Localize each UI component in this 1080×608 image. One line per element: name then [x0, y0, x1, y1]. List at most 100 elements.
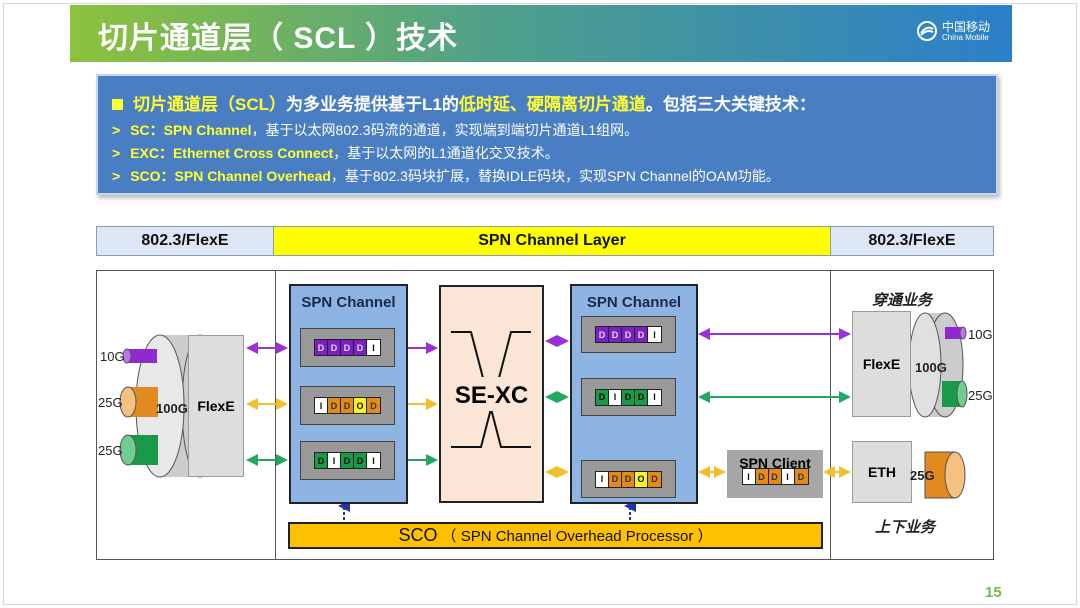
code-block: D — [315, 453, 328, 468]
layer-right: 802.3/FlexE — [830, 226, 994, 256]
code-block: D — [328, 398, 341, 413]
code-block: D — [622, 389, 635, 405]
logo-en: China Mobile — [941, 32, 989, 42]
code-block: D — [794, 469, 808, 484]
code-block: I — [596, 471, 609, 487]
layer-left: 802.3/FlexE — [96, 226, 274, 256]
add-drop-service-label: 上下业务 — [875, 519, 936, 536]
sco-processor: SCO（ SPN Channel Overhead Processor ） — [288, 522, 823, 549]
sco-desc: （ SPN Channel Overhead Processor ） — [441, 528, 713, 545]
arrow-bullet-icon: > — [112, 168, 121, 184]
code-block: I — [315, 398, 328, 413]
rate-label: 25G — [968, 388, 993, 403]
headline-highlight: 低时延、硬隔离切片通道 — [458, 95, 646, 114]
eth-box: ETH — [852, 441, 912, 503]
headline-text: 为多业务提供基于L1的 — [286, 95, 459, 114]
code-block: D — [635, 327, 648, 342]
pipe-label: 100G — [156, 401, 188, 416]
code-block: D — [354, 453, 367, 468]
code-block: D — [622, 327, 635, 342]
bullet-desc: ，基于以太网的L1通道化交叉技术。 — [333, 145, 559, 161]
china-mobile-logo-icon — [916, 21, 937, 41]
bullet-term: SC：SPN Channel — [130, 122, 252, 138]
eth-rate-label: 25G — [910, 468, 935, 483]
rate-label: 25G — [98, 395, 123, 410]
code-block: D — [609, 327, 622, 342]
code-block: D — [341, 453, 354, 468]
channel-title: SPN Channel — [301, 294, 396, 311]
divider — [830, 270, 831, 560]
slide-title: 切片通道层（ SCL ）技术 — [98, 22, 459, 55]
code-block: I — [648, 389, 661, 405]
code-block: I — [648, 327, 661, 342]
headline-tail: 。包括三大关键技术： — [645, 95, 816, 114]
code-block: I — [367, 453, 380, 468]
sco-label: SCO — [398, 525, 438, 545]
logo-cn: 中国移动 — [941, 19, 990, 34]
bullet-term: SCO：SPN Channel Overhead — [130, 168, 331, 184]
right-pipe-cylinder — [908, 312, 968, 499]
code-block: D — [648, 471, 661, 487]
code-block: I — [328, 453, 341, 468]
through-service-label: 穿通业务 — [872, 292, 933, 309]
spn-client-title: SPN Client — [739, 455, 811, 471]
headline-term: 切片通道层（SCL） — [133, 95, 286, 114]
diagram-frame — [96, 270, 994, 560]
bullet-term: EXC：Ethernet Cross Connect — [130, 145, 334, 161]
code-block: I — [367, 340, 380, 355]
rate-label: 25G — [98, 443, 123, 458]
cross-connect-icon — [451, 331, 531, 448]
code-block: D — [768, 469, 782, 484]
bullet-desc: ，基于802.3码块扩展，替换IDLE码块，实现SPN Channel的OAM功… — [330, 168, 780, 184]
code-block: O — [635, 471, 648, 487]
rate-label: 10G — [100, 349, 125, 364]
code-block: D — [341, 398, 354, 413]
bullet-item: >EXC：Ethernet Cross Connect，基于以太网的L1通道化交… — [112, 143, 996, 163]
rate-label: 10G — [968, 327, 993, 342]
code-block: D — [315, 340, 328, 355]
pipe-label: 100G — [915, 360, 947, 375]
info-headline: 切片通道层（SCL）为多业务提供基于L1的低时延、硬隔离切片通道。包括三大关键技… — [112, 90, 996, 115]
se-xc-switch: SE-XC — [439, 285, 544, 503]
code-block: D — [755, 469, 769, 484]
flexe-box-right: FlexE — [852, 311, 911, 417]
slide-frame — [3, 3, 1077, 605]
square-bullet-icon — [112, 99, 123, 110]
arrow-bullet-icon: > — [112, 122, 121, 138]
page-number: 15 — [985, 584, 1002, 601]
code-block: I — [781, 469, 795, 484]
code-block: I — [609, 389, 622, 405]
code-block: D — [341, 340, 354, 355]
flexe-box-left: FlexE — [188, 335, 244, 477]
code-block: D — [622, 471, 635, 487]
code-block: D — [367, 398, 380, 413]
se-xc-label: SE-XC — [454, 382, 529, 409]
bullet-item: > SCO：SPN Channel Overhead，基于802.3码块扩展，替换… — [112, 166, 996, 186]
channel-title: SPN Channel — [586, 294, 682, 311]
divider — [275, 270, 276, 560]
layer-middle: SPN Channel Layer — [273, 226, 831, 256]
code-block: D — [635, 389, 648, 405]
code-block: D — [596, 389, 609, 405]
bullet-item: >SC：SPN Channel，基于以太网802.3码流的通道，实现端到端切片通… — [112, 120, 996, 140]
code-block: D — [609, 471, 622, 487]
code-block: D — [354, 340, 367, 355]
info-box: 切片通道层（SCL）为多业务提供基于L1的低时延、硬隔离切片通道。包括三大关键技… — [96, 74, 998, 195]
code-block: D — [328, 340, 341, 355]
